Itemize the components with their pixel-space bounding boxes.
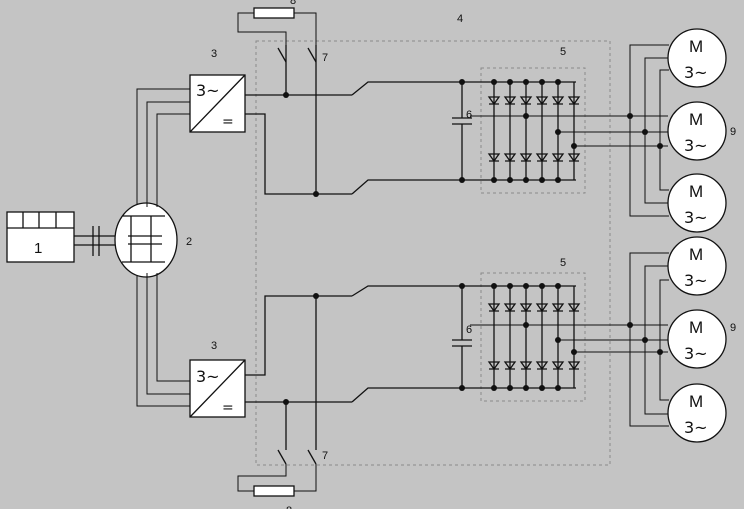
- switch-icon: [277, 47, 317, 63]
- capacitor-icon: [452, 82, 472, 180]
- capacitor-icon: [452, 286, 472, 388]
- junction-dot: [459, 385, 465, 391]
- switch-icon: [277, 449, 317, 465]
- dc-bus-top: [245, 45, 463, 195]
- callout-3-bottom: 3: [211, 340, 217, 352]
- motor-5-phase: 3~: [684, 344, 708, 363]
- junction-dots-bottom: [491, 283, 577, 391]
- callout-5-bottom: 5: [560, 257, 566, 269]
- callout-6-bottom: 6: [466, 324, 472, 336]
- callout-6-top: 6: [466, 109, 472, 121]
- motor-1-label: M: [689, 37, 703, 56]
- callout-9-bottom: 9: [730, 322, 736, 334]
- motor-feeders-bottom: [627, 252, 669, 427]
- rectifier-icon: [189, 359, 246, 418]
- rectifier-top-ac: 3~: [196, 81, 220, 100]
- callout-3-top: 3: [211, 48, 217, 60]
- resistor-icon: [237, 7, 317, 45]
- feeder-lines: [136, 88, 190, 407]
- motor-1-phase: 3~: [684, 63, 708, 82]
- junction-dot: [313, 191, 319, 197]
- motor-icon: [667, 236, 727, 296]
- motor-2-phase: 3~: [684, 136, 708, 155]
- thyristor-icon: [463, 81, 581, 181]
- motor-6-label: M: [689, 392, 703, 411]
- thyristor-icon: [463, 285, 581, 389]
- callout-9-top: 9: [730, 126, 736, 138]
- callout-2: 2: [186, 236, 192, 248]
- motor-3-phase: 3~: [684, 208, 708, 227]
- motor-6-phase: 3~: [684, 418, 708, 437]
- junction-dots-top: [491, 79, 577, 183]
- resistor-icon: [237, 464, 317, 497]
- motor-3-label: M: [689, 182, 703, 201]
- coupling-icon: [74, 226, 118, 256]
- callout-4: 4: [457, 13, 463, 25]
- junction-dot: [283, 92, 289, 98]
- motor-icon: [667, 28, 727, 88]
- motor-2-label: M: [689, 110, 703, 129]
- junction-dot: [283, 399, 289, 405]
- inverter-block-top: [480, 67, 586, 194]
- motor-icon: [667, 173, 727, 233]
- callout-7-bottom: 7: [322, 450, 328, 462]
- junction-dot: [313, 293, 319, 299]
- dc-bus-bottom: [245, 285, 463, 450]
- motor-feeders-top: [627, 44, 669, 217]
- rectifier-top-dc: =: [222, 114, 234, 130]
- motor-icon: [667, 383, 727, 443]
- callout-5-top: 5: [560, 46, 566, 58]
- rectifier-bottom-dc: =: [222, 400, 234, 416]
- junction-dot: [459, 79, 465, 85]
- inverter-block-bottom: [480, 272, 586, 402]
- transformer-icon: [114, 202, 178, 278]
- enclosure-4: [255, 40, 611, 466]
- motor-4-label: M: [689, 245, 703, 264]
- motor-4-phase: 3~: [684, 271, 708, 290]
- callout-8-bottom: 8: [286, 505, 292, 509]
- motor-icon: [667, 101, 727, 161]
- generator-icon: [6, 211, 75, 263]
- callout-1: 1: [34, 240, 42, 257]
- motor-5-label: M: [689, 318, 703, 337]
- motor-icon: [667, 309, 727, 369]
- rectifier-icon: [189, 74, 246, 133]
- junction-dot: [459, 283, 465, 289]
- rectifier-bottom-ac: 3~: [196, 367, 220, 386]
- junction-dot: [459, 177, 465, 183]
- callout-7-top: 7: [322, 52, 328, 64]
- callout-8-top: 8: [290, 0, 296, 7]
